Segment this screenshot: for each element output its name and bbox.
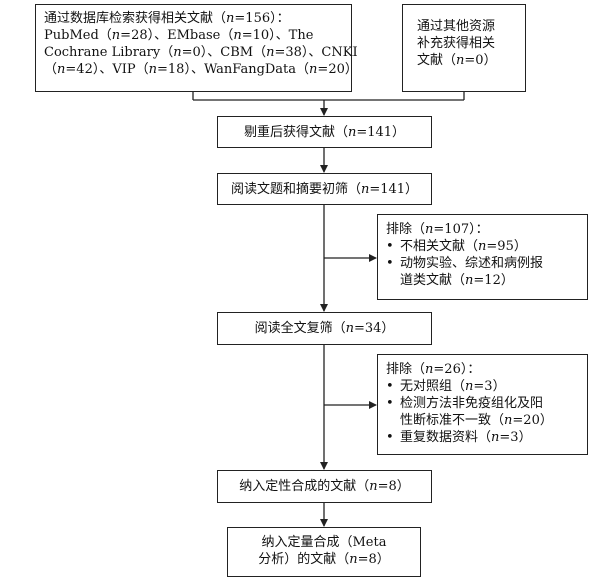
qualitative-label: 纳入定性合成的文献（n=8） xyxy=(239,479,410,494)
exclusion-2-title: 排除（n=26）： xyxy=(386,362,481,377)
bullet-icon: • xyxy=(386,396,394,411)
db-search-line-4: （n=42）、VIP（n=18）、WanFangData（n=20） xyxy=(44,62,358,77)
dedup-label: 剔重后获得文献（n=141） xyxy=(243,125,406,140)
qualitative-synthesis-box: 纳入定性合成的文献（n=8） xyxy=(217,470,432,503)
quantitative-line-2: 分析）的文献（n=8） xyxy=(258,552,390,567)
bullet-icon: • xyxy=(386,430,394,445)
exclusion-2-item: •无对照组（n=3） xyxy=(386,379,506,394)
bullet-icon: • xyxy=(386,256,394,271)
exclusion-1-item: •不相关文献（n=95） xyxy=(386,239,527,254)
quantitative-synthesis-box: 纳入定量合成（Meta 分析）的文献（n=8） xyxy=(227,527,421,577)
db-search-line-3: Cochrane Library（n=0）、CBM（n=38）、CNKI xyxy=(44,45,358,60)
exclusion-2-item-continued: 性断标准不一致（n=20） xyxy=(400,413,553,428)
database-search-box: 通过数据库检索获得相关文献（n=156）： PubMed（n=28）、EMbas… xyxy=(35,4,358,92)
exclusion-box-2: 排除（n=26）： •无对照组（n=3） •检测方法非免疫组化及阳 性断标准不一… xyxy=(377,354,588,455)
dedup-box: 剔重后获得文献（n=141） xyxy=(217,116,432,148)
quantitative-line-1: 纳入定量合成（Meta xyxy=(261,535,387,550)
fulltext-label: 阅读全文复筛（n=34） xyxy=(254,321,395,336)
exclusion-2-item: •检测方法非免疫组化及阳 xyxy=(386,396,544,411)
exclusion-1-title: 排除（n=107）： xyxy=(386,222,489,237)
other-sources-box: 通过其他资源 补充获得相关 文献（n=0） xyxy=(402,4,526,92)
other-sources-line-3: 文献（n=0） xyxy=(417,53,497,68)
fulltext-screening-box: 阅读全文复筛（n=34） xyxy=(217,312,432,345)
exclusion-1-item: •动物实验、综述和病例报 xyxy=(386,256,544,271)
bullet-icon: • xyxy=(386,239,394,254)
title-abstract-screening-box: 阅读文题和摘要初筛（n=141） xyxy=(217,173,432,205)
bullet-icon: • xyxy=(386,379,394,394)
exclusion-box-1: 排除（n=107）： •不相关文献（n=95） •动物实验、综述和病例报 道类文… xyxy=(377,214,588,300)
exclusion-2-item: •重复数据资料（n=3） xyxy=(386,430,532,445)
db-search-line-2: PubMed（n=28）、EMbase（n=10）、The xyxy=(44,28,314,43)
other-sources-line-2: 补充获得相关 xyxy=(417,36,496,51)
screening-label: 阅读文题和摘要初筛（n=141） xyxy=(230,182,419,197)
exclusion-1-item-continued: 道类文献（n=12） xyxy=(400,273,514,288)
db-search-line-1: 通过数据库检索获得相关文献（n=156）： xyxy=(44,11,290,26)
other-sources-line-1: 通过其他资源 xyxy=(417,19,496,34)
